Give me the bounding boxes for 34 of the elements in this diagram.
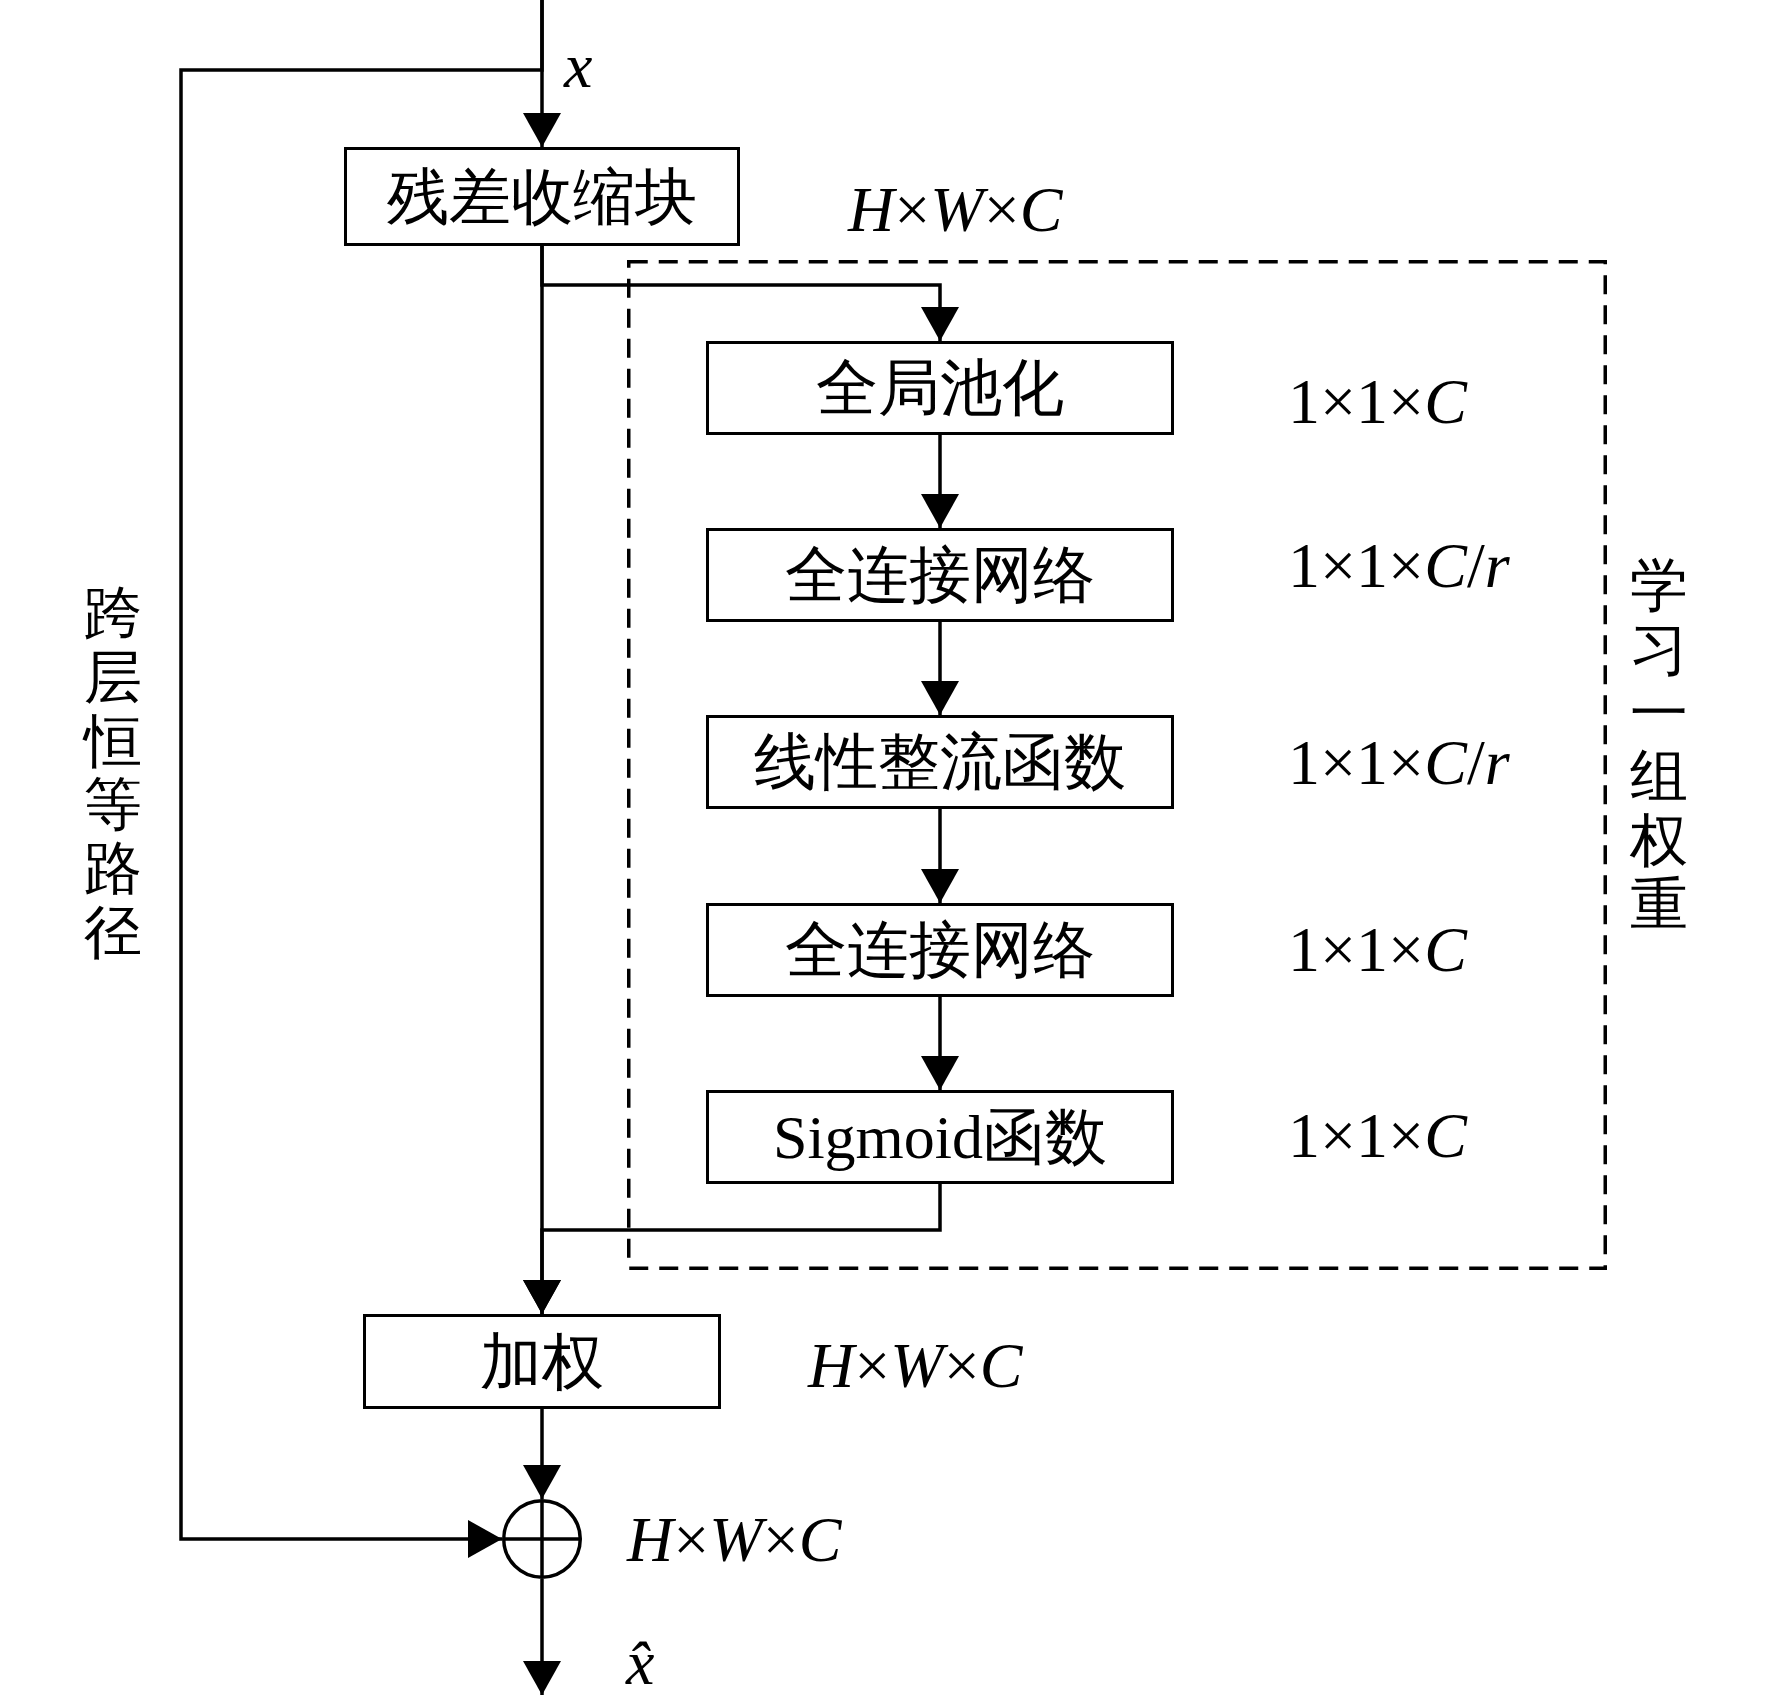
process-box	[706, 341, 1174, 435]
path-label: 跨层恒等路径	[84, 582, 142, 965]
tensor-size-label: 1×1×C/r	[1288, 731, 1510, 795]
tensor-size-label: 1×1×C	[1288, 370, 1467, 434]
box-label: 全连接网络	[785, 544, 1095, 606]
tensor-size-label: 1×1×C/r	[1288, 534, 1510, 598]
group-heading: 学习一组权重	[1630, 554, 1688, 937]
edge-label: x̂	[626, 1631, 655, 1695]
tensor-size-label: H×W×C	[627, 1508, 842, 1572]
process-box	[706, 903, 1174, 997]
box-label: 残差收缩块	[387, 165, 697, 228]
process-box	[706, 715, 1174, 809]
tensor-size-label: H×W×C	[848, 178, 1063, 242]
process-box	[706, 1090, 1174, 1184]
box-label: 全连接网络	[785, 919, 1095, 981]
process-box	[363, 1314, 721, 1409]
arrow	[921, 809, 959, 903]
box-label: 加权	[480, 1330, 604, 1393]
arrow	[523, 1579, 561, 1695]
arrow	[179, 0, 544, 1558]
summation-circle	[502, 1499, 582, 1579]
arrow	[921, 622, 959, 715]
box-label: 全局池化	[816, 357, 1064, 419]
arrow	[523, 1409, 561, 1499]
tensor-size-label: 1×1×C	[1288, 1104, 1467, 1168]
arrow	[921, 435, 959, 528]
edge-label: x	[564, 34, 593, 98]
box-label: 线性整流函数	[754, 731, 1126, 793]
arrow	[523, 1184, 942, 1314]
process-box	[706, 528, 1174, 622]
tensor-size-label: H×W×C	[808, 1334, 1023, 1398]
tensor-size-label: 1×1×C	[1288, 918, 1467, 982]
process-box	[344, 147, 740, 246]
arrow	[921, 997, 959, 1090]
